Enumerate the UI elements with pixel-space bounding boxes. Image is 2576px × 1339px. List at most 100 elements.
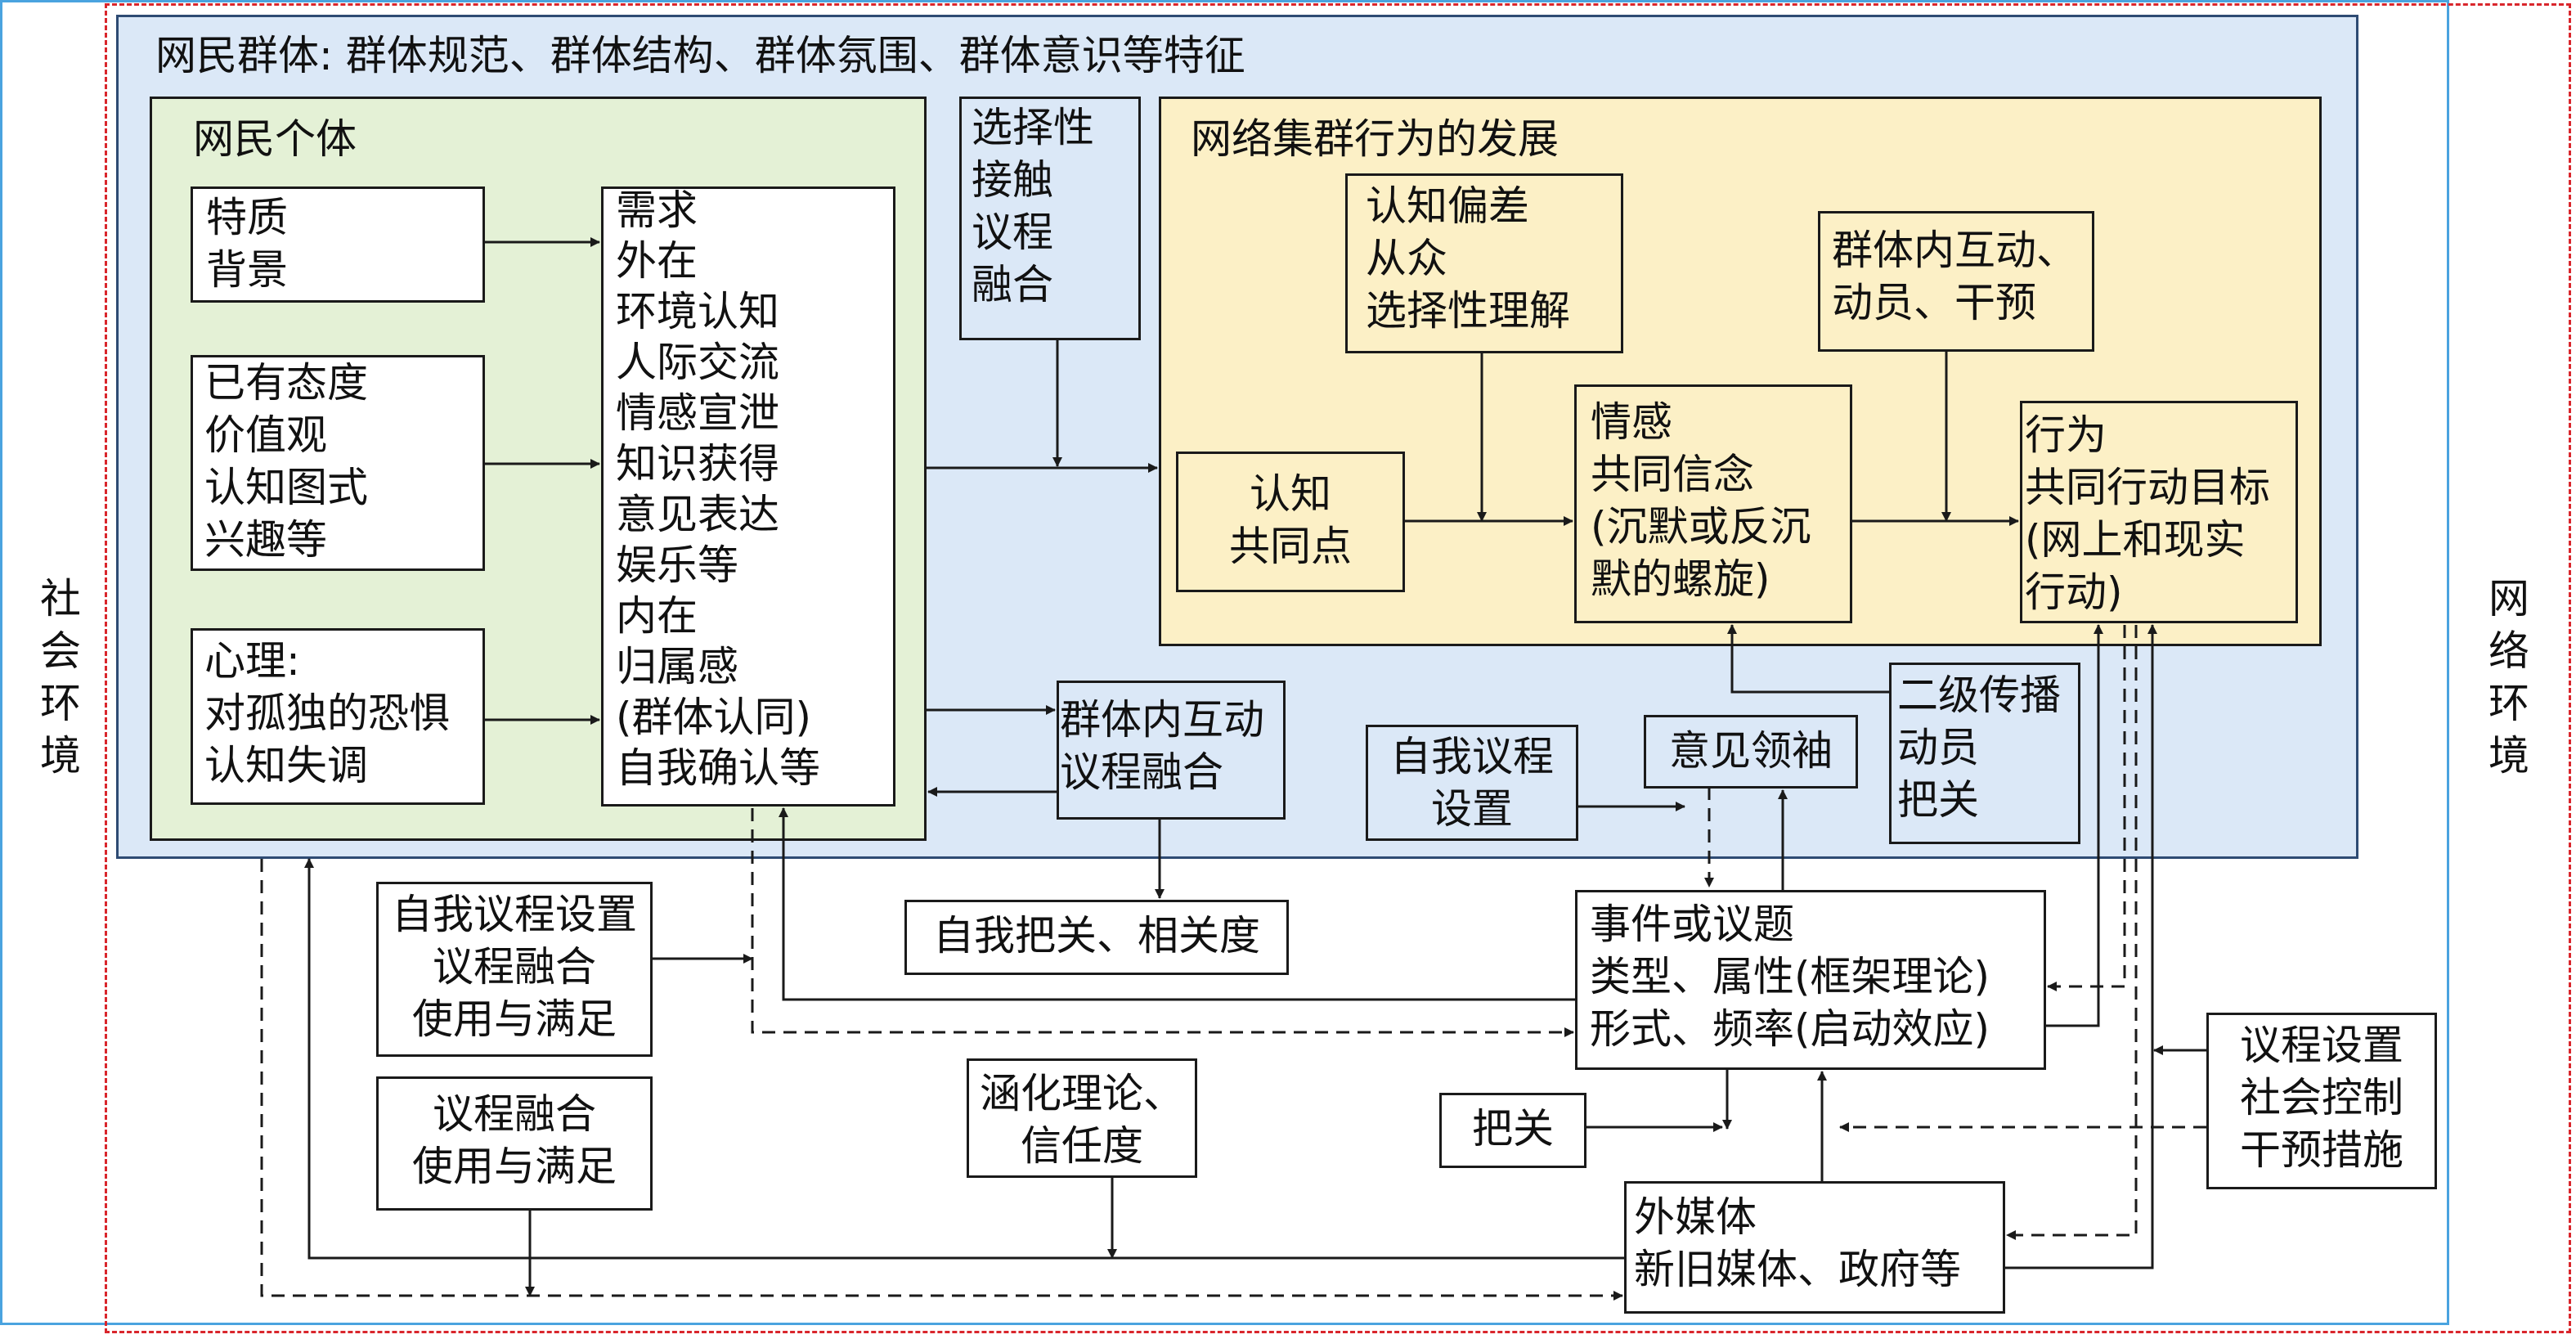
development-title: 网络集群行为的发展 — [1191, 115, 1559, 163]
cognitive-bias-box — [1345, 173, 1623, 353]
traits-box — [191, 186, 485, 303]
selective-exposure-text: 选择性 接触 议程 融合 — [972, 101, 1094, 311]
behavior-line: 共同行动目标 — [2025, 464, 2270, 511]
uses-gratifications-box — [376, 1076, 653, 1211]
event-line: 形式、频率(启动效应) — [1590, 1005, 1990, 1053]
control-line: 议程设置 — [2240, 1022, 2403, 1069]
external-media-line: 外媒体 — [1634, 1193, 1757, 1241]
behavior-line: (网上和现实 — [2025, 516, 2246, 564]
arrow-external-behavior — [2005, 624, 2157, 1269]
cultivation-line: 信任度 — [1021, 1122, 1143, 1170]
traits-text: 特质 背景 — [206, 191, 288, 296]
behavior-text: 行为 共同行动目标 (网上和现实 行动) — [2025, 409, 2270, 618]
second-level-text: 二级传播 动员 把关 — [1897, 669, 2061, 826]
needs-line: 意见表达 — [616, 491, 779, 538]
event-issue-box — [1575, 890, 2046, 1070]
cultivation-line: 涵化理论、 — [980, 1070, 1184, 1117]
needs-line: 内在 — [616, 592, 698, 640]
psychology-line: 对孤独的恐惧 — [204, 690, 450, 737]
psychology-box — [191, 628, 485, 805]
dashed-arrow-behavior-external — [2006, 625, 2138, 1240]
attitudes-line: 价值观 — [204, 411, 327, 459]
behavior-line: 行动) — [2025, 568, 2123, 616]
cultivation-trust-box — [967, 1058, 1197, 1178]
agenda-left-line: 自我议程设置 — [392, 891, 637, 938]
self-agenda-line: 设置 — [1431, 785, 1513, 833]
selective-exposure-box — [959, 97, 1141, 340]
gatekeeping-text: 把关 — [1472, 1105, 1554, 1153]
second-level-line: 动员 — [1897, 724, 1979, 771]
social-environment-label: 社会环境 — [40, 575, 81, 780]
uses-line: 使用与满足 — [412, 1143, 617, 1190]
event-line: 事件或议题 — [1590, 901, 1794, 948]
psychology-text: 心理: 对孤独的恐惧 认知失调 — [204, 635, 450, 792]
group-interaction-line: 动员、干预 — [1832, 279, 2036, 326]
emotion-box — [1574, 384, 1852, 623]
emotion-text: 情感 共同信念 (沉默或反沉 默的螺旋) — [1591, 396, 1811, 605]
agenda-setting-left-text: 自我议程设置 议程融合 使用与满足 — [376, 888, 653, 1045]
cognitive-bias-text: 认知偏差 从众 选择性理解 — [1366, 180, 1570, 337]
dashed-arrow-group-external — [260, 859, 1623, 1301]
behavior-line: 行为 — [2025, 411, 2107, 459]
needs-text: 需求 外在 环境认知 人际交流 情感宣泄 知识获得 意见表达 娱乐等 内在 归属… — [616, 185, 820, 793]
cognition-text: 认知 共同点 — [1176, 468, 1405, 573]
attitudes-line: 认知图式 — [204, 464, 368, 511]
attitudes-line: 兴趣等 — [204, 516, 327, 564]
arrow-event-needs — [779, 807, 1575, 1001]
cognition-box — [1176, 452, 1405, 592]
external-media-line: 新旧媒体、政府等 — [1634, 1246, 1961, 1293]
control-line: 干预措施 — [2240, 1126, 2403, 1174]
agenda-setting-left-box — [376, 882, 653, 1057]
uses-line: 议程融合 — [433, 1090, 596, 1138]
opinion-leader-text: 意见领袖 — [1669, 727, 1833, 775]
second-level-box — [1889, 663, 2080, 844]
social-control-box — [2206, 1013, 2437, 1189]
needs-line: 情感宣泄 — [616, 389, 779, 437]
bias-line: 认知偏差 — [1366, 182, 1529, 230]
self-gatekeeping-text: 自我把关、相关度 — [933, 912, 1260, 959]
self-gatekeeping-box — [904, 900, 1289, 975]
agenda-left-line: 议程融合 — [433, 943, 596, 991]
group-agenda-fusion-text: 群体内互动 议程融合 — [1060, 694, 1264, 798]
bias-line: 选择性理解 — [1366, 287, 1570, 335]
control-line: 社会控制 — [2240, 1074, 2403, 1121]
needs-line: 娱乐等 — [616, 541, 738, 589]
emotion-line: 共同信念 — [1591, 451, 1754, 498]
social-control-text: 议程设置 社会控制 干预措施 — [2206, 1019, 2437, 1176]
selective-line: 议程 — [972, 209, 1053, 256]
group-agenda-fusion-box — [1057, 681, 1286, 820]
needs-line: 自我确认等 — [616, 744, 820, 792]
group-interaction-line: 群体内互动、 — [1832, 227, 2077, 274]
attitudes-box — [191, 355, 485, 571]
event-line: 类型、属性(框架理论) — [1590, 953, 1990, 1000]
gatekeeping-box — [1439, 1093, 1586, 1168]
social-environment-frame — [0, 0, 2449, 1325]
emotion-line: 情感 — [1591, 398, 1672, 446]
external-media-text: 外媒体 新旧媒体、政府等 — [1634, 1191, 1961, 1296]
attitudes-line: 已有态度 — [204, 359, 368, 407]
external-media-box — [1624, 1181, 2005, 1314]
psychology-line: 认知失调 — [204, 742, 368, 789]
self-agenda-line: 自我议程 — [1390, 733, 1554, 780]
network-environment-frame — [105, 3, 2571, 1333]
needs-line: 环境认知 — [616, 288, 779, 335]
group-agenda-line: 群体内互动 — [1060, 696, 1264, 744]
needs-line: (群体认同) — [616, 694, 812, 741]
bias-line: 从众 — [1366, 235, 1447, 282]
attitudes-text: 已有态度 价值观 认知图式 兴趣等 — [204, 357, 368, 566]
self-agenda-box — [1366, 725, 1578, 841]
group-interaction-mobilization-text: 群体内互动、 动员、干预 — [1832, 224, 2077, 329]
group-interaction-mobilization-box — [1818, 211, 2094, 352]
selective-line: 选择性 — [972, 104, 1094, 151]
network-environment-label: 网络环境 — [2488, 575, 2529, 780]
group-agenda-line: 议程融合 — [1060, 748, 1223, 796]
dashed-arrow-needs-event — [751, 808, 1574, 1037]
agenda-left-line: 使用与满足 — [412, 995, 617, 1043]
dashed-arrow-behavior-event — [2047, 625, 2126, 991]
needs-line: 外在 — [616, 237, 698, 285]
cultivation-trust-text: 涵化理论、 信任度 — [967, 1067, 1197, 1172]
needs-line: 需求 — [616, 186, 698, 234]
needs-line: 归属感 — [616, 643, 738, 690]
